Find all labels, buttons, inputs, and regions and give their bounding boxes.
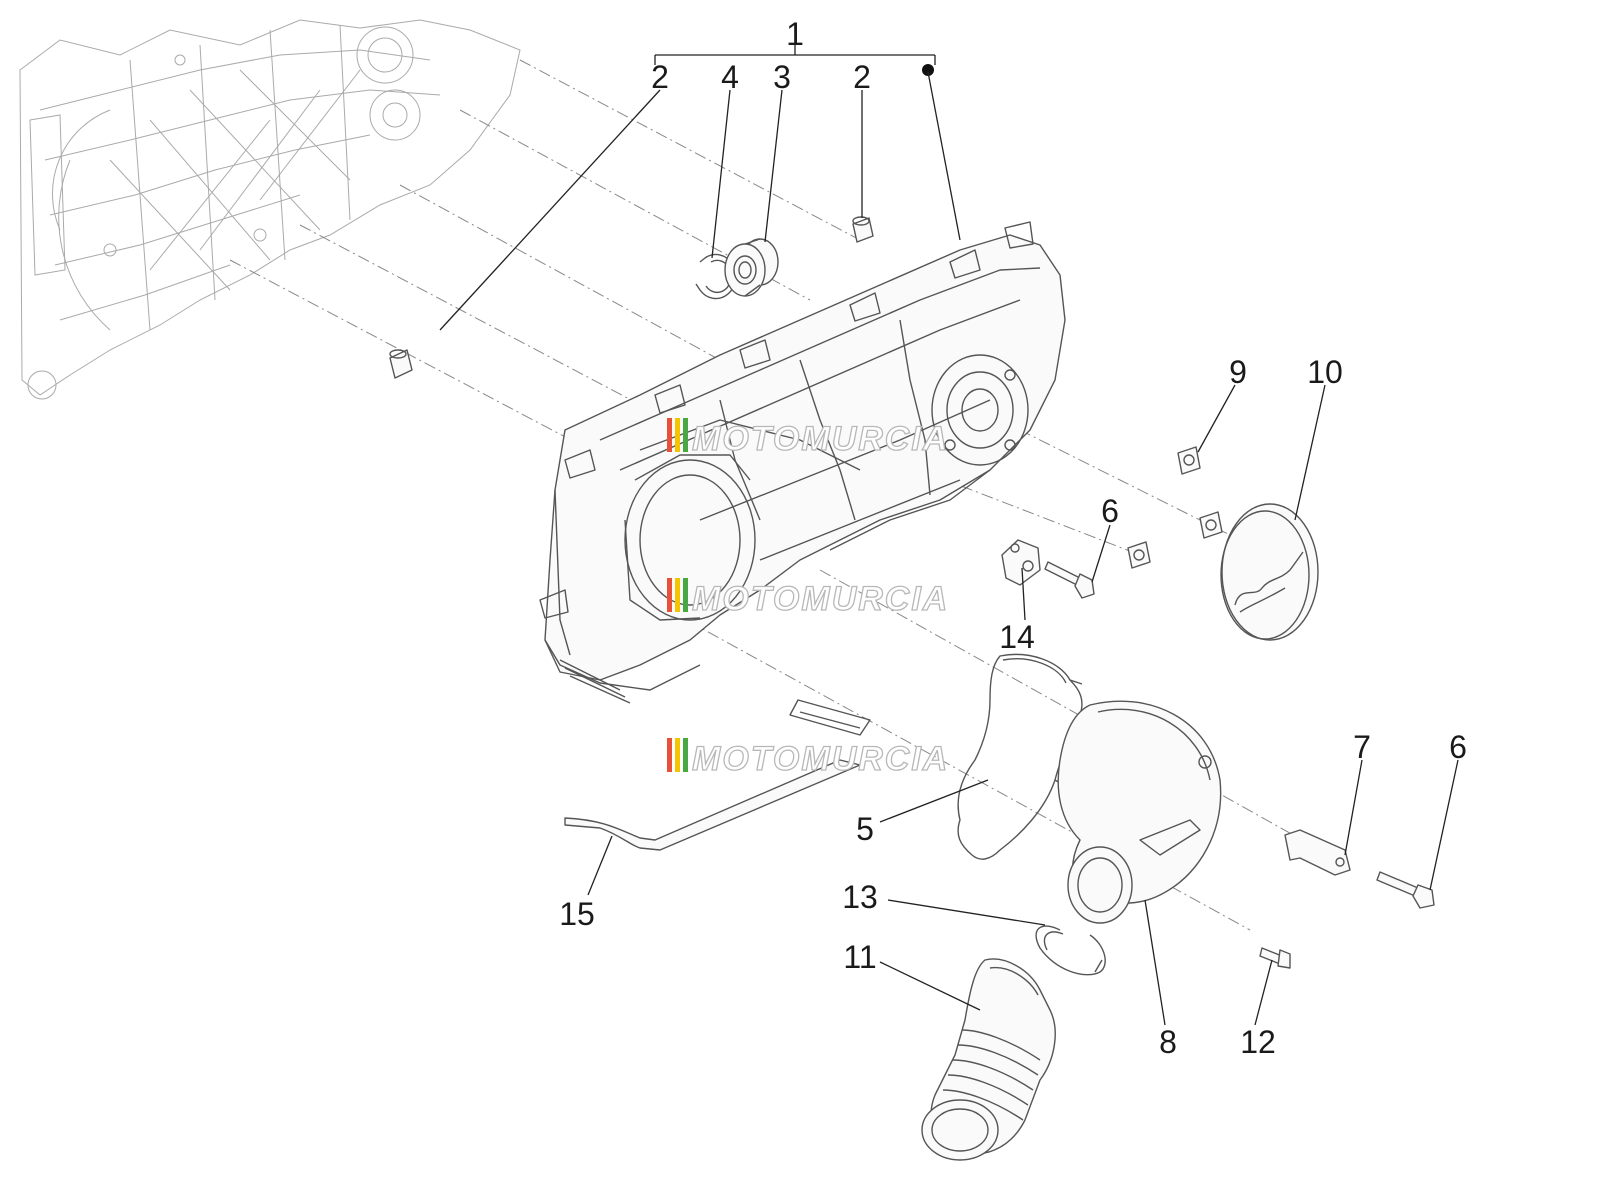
watermark-top: MOTOMURCIA — [667, 418, 949, 459]
callout-6-lower: 6 — [1449, 729, 1467, 765]
air-intake-housing — [1057, 700, 1222, 924]
clip-nut-upper — [1177, 446, 1201, 475]
callout-2-right: 2 — [853, 59, 871, 95]
watermark-middle: MOTOMURCIA — [667, 578, 949, 619]
callout-labels: 1 2 4 3 2 9 10 6 14 7 6 5 15 13 11 8 12 — [559, 16, 1467, 1060]
watermark-text: MOTOMURCIA — [692, 580, 949, 618]
watermark-text: MOTOMURCIA — [692, 420, 949, 458]
screw — [1259, 947, 1291, 969]
gasket-strip — [564, 699, 871, 851]
leader-lines — [439, 71, 1459, 1026]
callout-13: 13 — [842, 879, 878, 915]
clip-nut-lower — [1199, 511, 1223, 539]
callout-5: 5 — [856, 811, 874, 847]
watermark-bottom: MOTOMURCIA — [667, 738, 949, 779]
transmission-cover — [539, 221, 1066, 704]
watermark-text: MOTOMURCIA — [692, 740, 949, 778]
callout-12: 12 — [1240, 1024, 1276, 1060]
flange-bolt-lower — [1376, 871, 1435, 909]
mounting-bracket — [1284, 829, 1351, 876]
callout-4: 4 — [721, 59, 739, 95]
bracket — [1001, 539, 1041, 586]
vespa-logo-cap — [1220, 503, 1319, 641]
dowel-pin-right — [852, 216, 874, 243]
callout-14: 14 — [999, 619, 1035, 655]
assembly-marker-dot — [922, 64, 934, 76]
hose-clamp — [1035, 925, 1106, 976]
callout-6-upper: 6 — [1101, 493, 1119, 529]
callout-3: 3 — [773, 59, 791, 95]
engine-crankcase — [19, 19, 521, 400]
callout-1: 1 — [786, 16, 804, 52]
flange-bolt-upper — [1044, 561, 1095, 599]
bearing — [724, 238, 779, 297]
clip-nut-middle — [1127, 541, 1151, 569]
callout-10: 10 — [1307, 354, 1343, 390]
callout-11: 11 — [843, 939, 876, 975]
assembly-axes — [229, 59, 1321, 931]
callout-9: 9 — [1229, 354, 1247, 390]
callout-8: 8 — [1159, 1024, 1177, 1060]
callout-15: 15 — [559, 896, 595, 932]
assembly-bracket — [654, 45, 936, 76]
dowel-pin-left — [389, 349, 413, 379]
intake-sleeve — [921, 958, 1056, 1161]
callout-7: 7 — [1353, 729, 1371, 765]
callout-2-left: 2 — [651, 59, 669, 95]
